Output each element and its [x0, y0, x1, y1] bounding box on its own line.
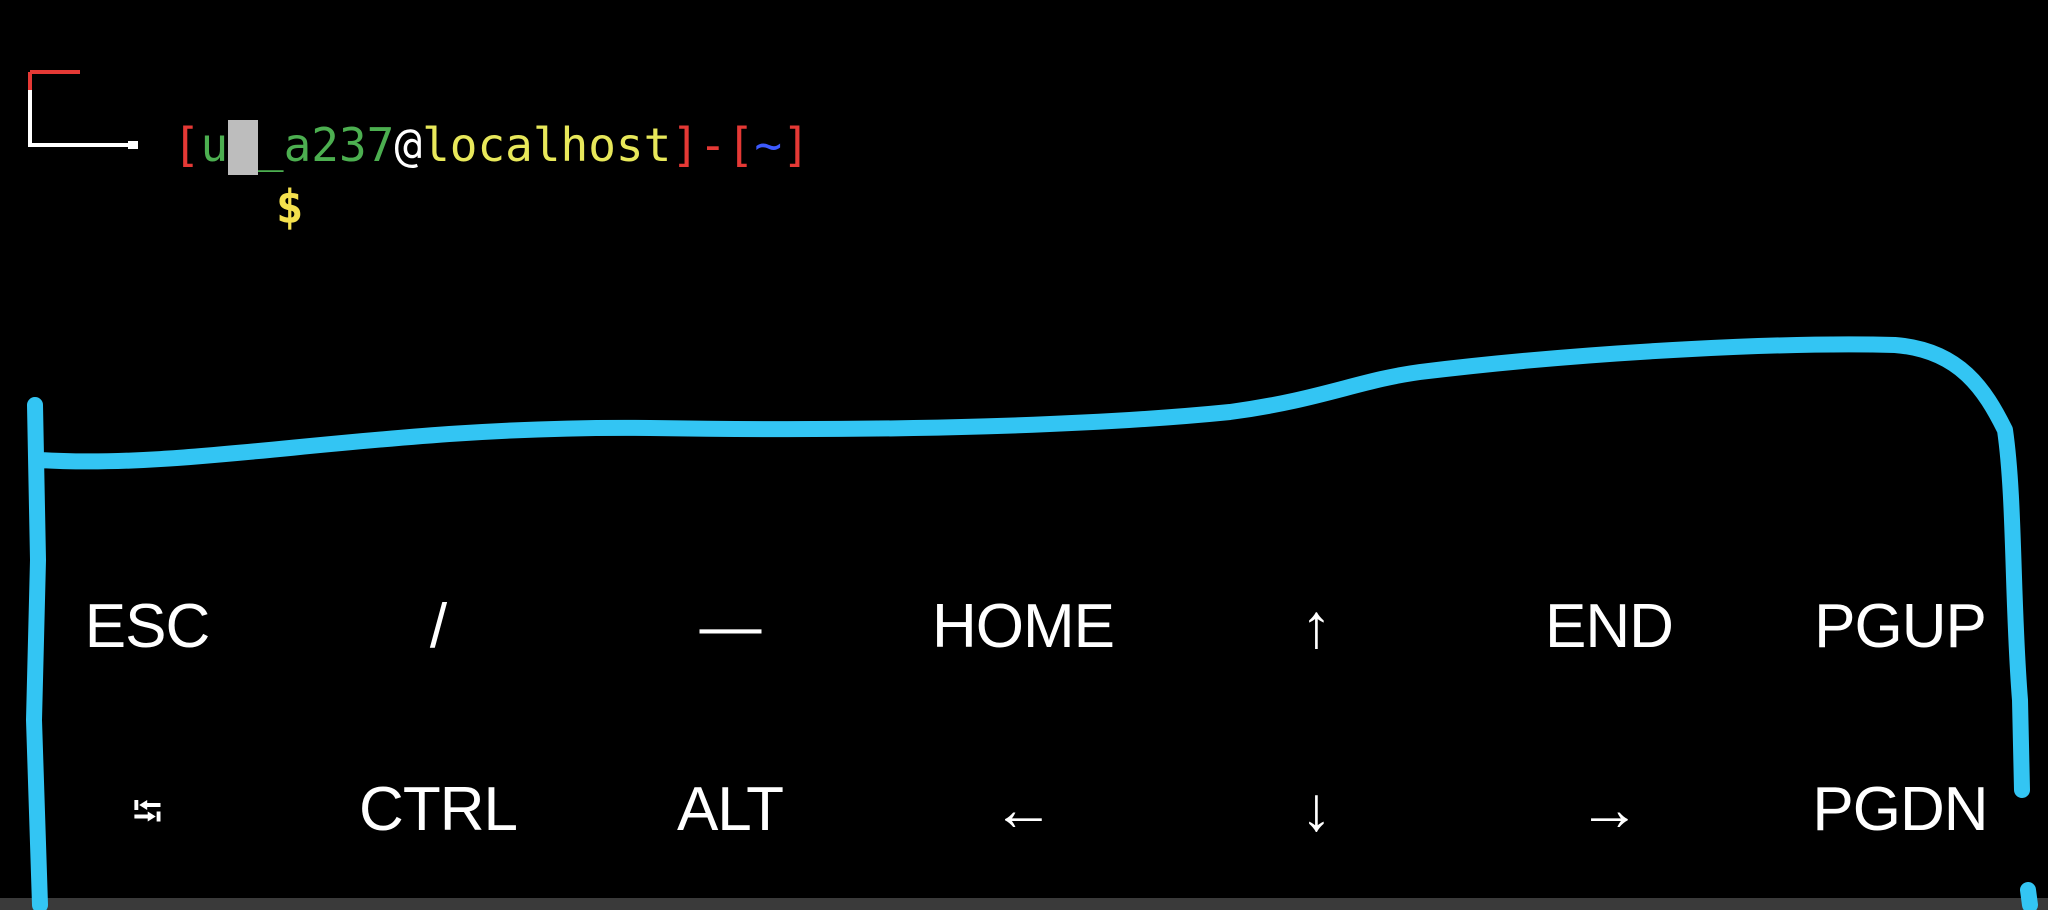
terminal-view[interactable]: [u0_a237@localhost]-[~] $ [0, 0, 2048, 520]
key-up-arrow[interactable]: ↑ [1301, 592, 1332, 661]
key-pgup[interactable]: PGUP [1814, 592, 1987, 661]
key-down-arrow[interactable]: ↓ [1301, 775, 1332, 844]
prompt-open-bracket: [ [172, 118, 201, 172]
prompt-input-line: $ [165, 117, 304, 297]
prompt-at: @ [394, 118, 423, 172]
prompt-close-bracket: ] [671, 118, 700, 172]
key-tab-icon[interactable]: ⭾ [132, 790, 162, 834]
key-pgdn[interactable]: PGDN [1812, 775, 1988, 844]
key-slash[interactable]: / [429, 592, 447, 661]
prompt-separator: - [699, 118, 727, 172]
prompt-dir: ~ [754, 118, 783, 172]
extra-keys-bar: ESC / — HOME ↑ END PGUP ⭾ CTRL ALT ← ↓ →… [0, 550, 2048, 900]
key-dash[interactable]: — [699, 592, 762, 661]
bottom-edge-bar [0, 898, 2048, 910]
key-home[interactable]: HOME [932, 592, 1115, 661]
key-esc[interactable]: ESC [84, 592, 210, 661]
prompt-dir-close: ] [782, 118, 810, 172]
prompt-dir-open: [ [726, 118, 755, 172]
key-right-arrow[interactable]: → [1578, 775, 1641, 844]
prompt-tree-lines [28, 70, 138, 149]
key-left-arrow[interactable]: ← [992, 775, 1055, 844]
key-alt[interactable]: ALT [676, 775, 784, 844]
key-end[interactable]: END [1545, 592, 1674, 661]
prompt-host: localhost [422, 118, 672, 172]
text-cursor [228, 120, 258, 175]
prompt-header: [u0_a237@localhost]-[~] [62, 55, 810, 235]
key-ctrl[interactable]: CTRL [359, 775, 518, 844]
prompt-symbol: $ [275, 180, 304, 234]
